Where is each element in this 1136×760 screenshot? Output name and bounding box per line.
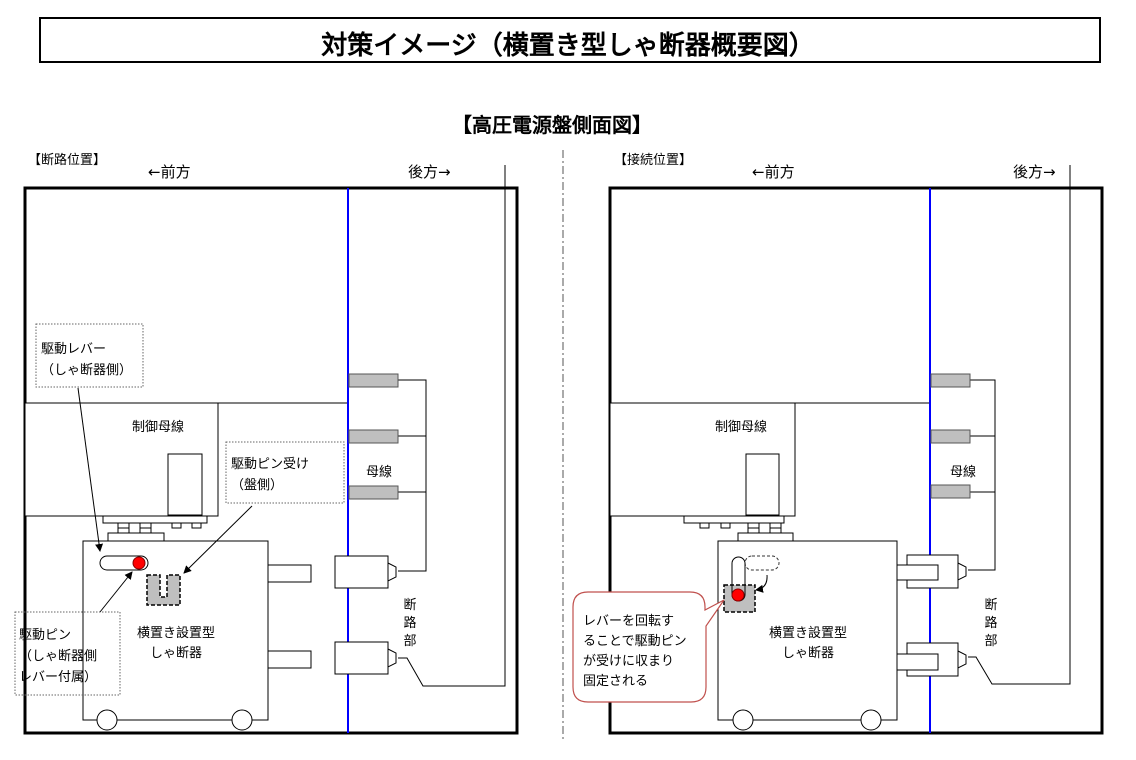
drive-pin [132, 556, 146, 570]
plug-plate [107, 532, 165, 542]
drive-pin [731, 588, 745, 602]
callout-text: レバーを回転す [583, 614, 674, 629]
subtitle: 【高圧電源盤側面図】 [452, 113, 652, 137]
page-title: 対策イメージ（横置き型しゃ断器概要図） [321, 30, 814, 61]
control-terminal [745, 453, 780, 516]
disconnect-label: 断 [984, 598, 997, 613]
breaker-arm [267, 650, 312, 669]
arrow [99, 571, 133, 613]
disconnect-label: 部 [984, 634, 997, 649]
control-bus-label: 制御母線 [132, 419, 184, 435]
callout-pin [14, 611, 121, 696]
plug-plate [737, 532, 794, 542]
back-wire [968, 165, 1071, 685]
callout-text: が受けに収まり [583, 654, 674, 669]
left-panel: 【断路位置】 ←前方 後方→ 制御母線 母線 断 路 部 [14, 152, 519, 735]
bus-label: 母線 [950, 464, 976, 480]
front-label: ←前方 [752, 163, 795, 181]
connector-strip [102, 515, 208, 524]
panel-label: 【接続位置】 [614, 152, 692, 168]
lever-ghost [744, 555, 780, 571]
control-terminal [167, 453, 203, 516]
callout-text: 固定される [583, 674, 648, 689]
front-label: ←前方 [148, 163, 191, 181]
back-wire [398, 165, 506, 687]
breaker-label: 横置き設置型 [137, 625, 215, 641]
panel-label: 【断路位置】 [28, 152, 106, 168]
arrow [183, 505, 253, 574]
bus-bar [348, 429, 399, 444]
connector-strip [683, 515, 785, 524]
title-box [39, 17, 1101, 63]
back-label: 後方→ [1013, 163, 1056, 181]
bus-bar [348, 485, 399, 500]
bus-label: 母線 [366, 464, 392, 480]
breaker-arm [267, 564, 312, 583]
callout-text: 駆動ピン [19, 628, 71, 643]
bus-bar [930, 429, 971, 444]
rotate-arrow [755, 574, 768, 593]
disconnect-contact [334, 555, 389, 589]
callout-note [572, 591, 725, 703]
disconnect-contact [334, 641, 389, 675]
wheel [732, 709, 754, 731]
callout-lever [35, 323, 144, 388]
bus-bar [930, 373, 971, 388]
breaker-body [82, 540, 269, 721]
bus-bar [348, 373, 399, 388]
breaker-label: しゃ断器 [782, 646, 834, 661]
breaker-label: しゃ断器 [150, 646, 202, 661]
callout-receiver [225, 441, 345, 504]
callout-text: （盤側） [231, 478, 283, 493]
pin-receiver [146, 574, 181, 606]
disconnect-label: 断 [403, 598, 416, 613]
callout-text: （しゃ断器側） [41, 363, 132, 378]
callout-text: 駆動ピン受け [231, 457, 309, 472]
wheel [231, 709, 253, 731]
callout-text: レバー付属） [19, 670, 97, 685]
right-panel: 【接続位置】 ←前方 後方→ 制御母線 母線 断 路 部 [572, 152, 1104, 735]
breaker-arm [896, 564, 939, 581]
bus-bar [930, 484, 971, 499]
callout-text: ることで駆動ピン [583, 634, 687, 649]
disconnect-label: 部 [403, 634, 416, 649]
control-bus-label: 制御母線 [715, 419, 767, 435]
callout-text: （しゃ断器側 [19, 649, 97, 664]
breaker-body [717, 540, 898, 721]
back-label: 後方→ [408, 163, 451, 181]
breaker-label: 横置き設置型 [769, 625, 847, 641]
disconnect-label: 路 [984, 615, 997, 631]
callout-text: 駆動レバー [41, 342, 106, 357]
breaker-arm [896, 653, 939, 671]
wheel [96, 709, 118, 731]
wheel [860, 709, 882, 731]
arrow [77, 387, 104, 552]
disconnect-label: 路 [403, 615, 416, 631]
